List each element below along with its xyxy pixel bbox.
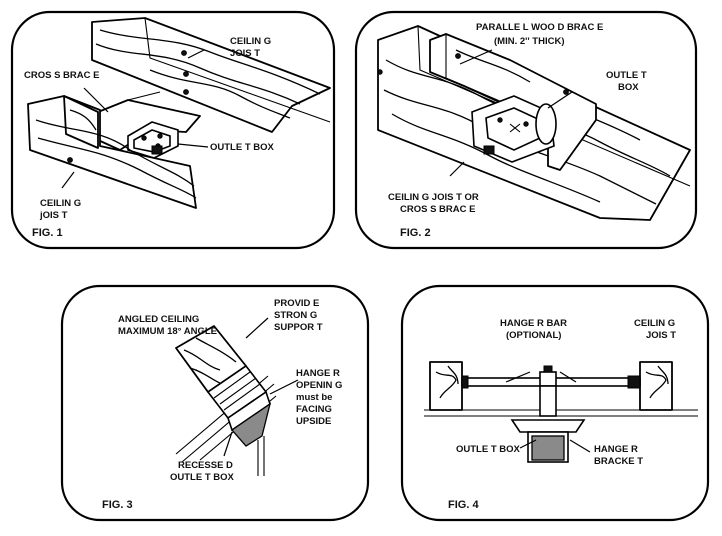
fig1-outlet-box-label: OUTLE T BOX (210, 142, 275, 153)
fig2-outlet-label-2: BOX (618, 82, 639, 93)
fig3-hanger-label-3: must be (296, 392, 332, 403)
fig4-bracket-label-2: BRACKE T (594, 456, 643, 467)
fig4-outlet-label: OUTLE T BOX (456, 444, 521, 455)
fig1-joist-bottom-label-1: CEILIN G (40, 198, 81, 209)
fig1-panel: CEILIN G JOIS T CROS S BRAC E OUTLE T BO… (10, 10, 336, 250)
fig3-support-label-3: SUPPOR T (274, 322, 323, 333)
fig3-support-label-2: STRON G (274, 310, 317, 321)
fig3-hanger-label-4: FACING (296, 404, 332, 415)
fig3-angle-label-2: MAXIMUM 18° ANGLE (118, 326, 217, 337)
fig3-support-label-1: PROVID E (274, 298, 319, 309)
fig4-caption: FIG. 4 (448, 499, 479, 511)
fig2-caption: FIG. 2 (400, 227, 431, 239)
fig4-joist-label-1: CEILIN G (634, 318, 675, 329)
fig4-right-joist (639, 361, 673, 411)
fig1-cross-brace-label: CROS S BRAC E (24, 70, 99, 81)
fig1-joist-top-label-1: CEILIN G (230, 36, 271, 47)
fig1-joist-bottom-label-2: jOIS T (39, 210, 68, 221)
fig1-joist-top-label-2: JOIS T (230, 48, 260, 59)
fig2-joist-label-1: CEILIN G JOIS T OR (388, 192, 479, 203)
fig1-caption: FIG. 1 (32, 227, 63, 239)
fig3-box-label-1: RECESSE D (178, 460, 233, 471)
fig1-bottom-joist (27, 95, 197, 209)
fig4-panel: HANGE R BAR (OPTIONAL) CEILIN G JOIS T O… (400, 284, 710, 522)
fig4-outlet-box (510, 385, 586, 463)
fig4-left-joist (429, 361, 463, 411)
fig4-bar-label-2: (OPTIONAL) (506, 330, 561, 341)
fig1-outlet-box (127, 121, 179, 159)
fig3-hanger-label-5: UPSIDE (296, 416, 331, 427)
fig3-hanger-label-1: HANGE R (296, 368, 340, 379)
fig3-hanger-label-2: OPENIN G (296, 380, 342, 391)
fig2-brace-label-1: PARALLE L WOO D BRAC E (476, 22, 603, 33)
fig3-angle-label-1: ANGLED CEILING (118, 314, 199, 325)
fig2-outlet-box (471, 95, 557, 163)
fig1-top-joist (91, 17, 331, 133)
fig3-box-label-2: OUTLE T BOX (170, 472, 235, 483)
fig4-joist-label-2: JOIS T (646, 330, 676, 341)
fig2-panel: PARALLE L WOO D BRAC E (MIN. 2'' THICK) … (354, 10, 698, 250)
fig2-outlet-label-1: OUTLE T (606, 70, 647, 81)
fig2-joist-label-2: CROS S BRAC E (400, 204, 475, 215)
fig3-panel: ANGLED CEILING MAXIMUM 18° ANGLE PROVID … (60, 284, 370, 522)
fig2-brace-label-2: (MIN. 2'' THICK) (494, 36, 565, 47)
fig3-frame (60, 284, 370, 522)
fig3-caption: FIG. 3 (102, 499, 133, 511)
fig4-bracket-label-1: HANGE R (594, 444, 638, 455)
fig4-bar-label-1: HANGE R BAR (500, 318, 567, 329)
fig3-recessed-box (206, 364, 272, 447)
